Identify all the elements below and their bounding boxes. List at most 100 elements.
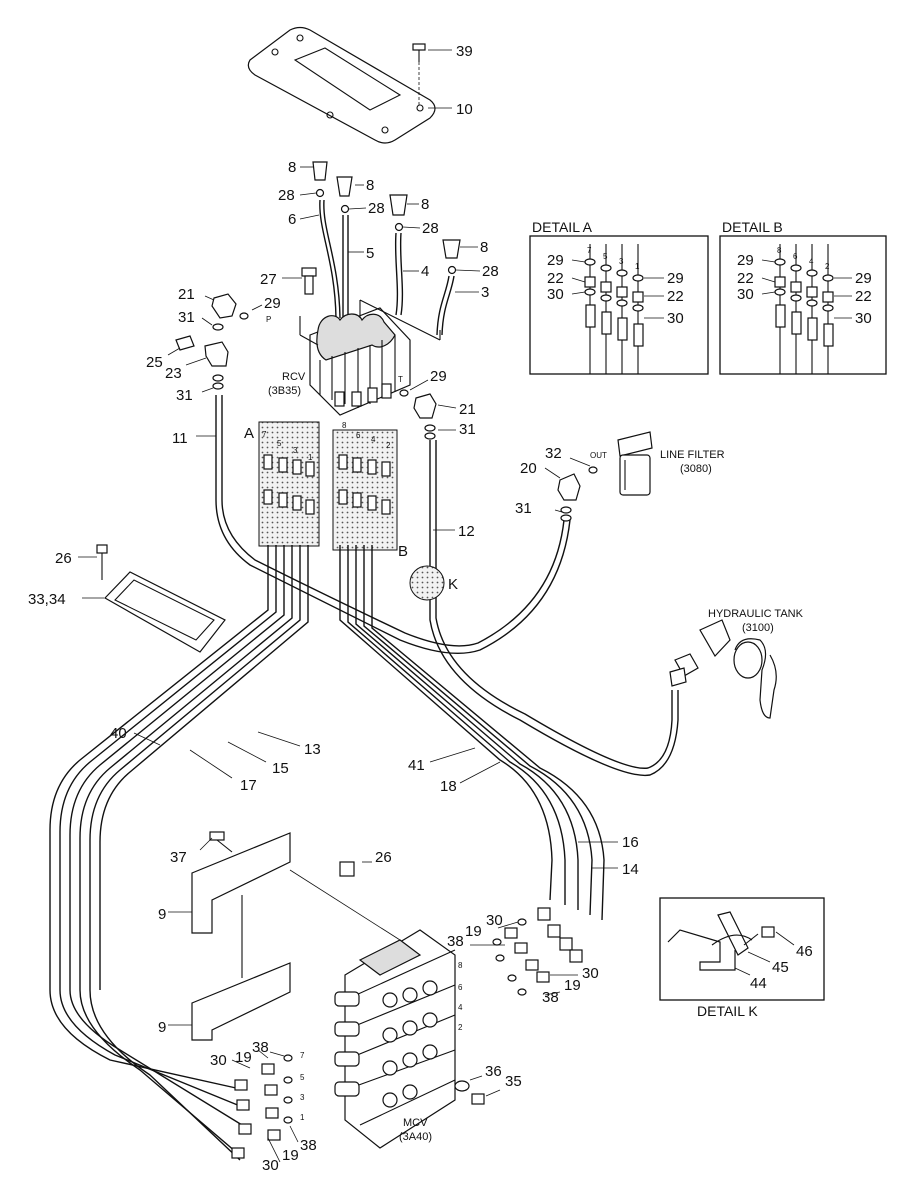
callout-16: 16 bbox=[622, 834, 639, 851]
drain-hoses bbox=[215, 395, 679, 777]
callout-32: 32 bbox=[545, 445, 562, 462]
detail-b-box bbox=[719, 235, 887, 375]
rcv-port-4: 4 bbox=[371, 435, 376, 444]
mcv-port-3: 3 bbox=[300, 1093, 305, 1102]
detail-a-callout-29a: 29 bbox=[547, 252, 564, 269]
mcv-port-1: 1 bbox=[300, 1113, 305, 1122]
rcv-port-5: 5 bbox=[277, 439, 282, 448]
callout-13: 13 bbox=[304, 741, 321, 758]
callout-30d: 30 bbox=[262, 1157, 279, 1174]
mcv-port-6: 6 bbox=[458, 983, 463, 992]
mcv-port-7: 7 bbox=[300, 1051, 305, 1060]
rcv-port-6: 6 bbox=[356, 431, 361, 440]
detail-a-box bbox=[529, 235, 709, 375]
detail-a-callout-30b: 30 bbox=[667, 310, 684, 327]
marker-a: A bbox=[244, 425, 254, 442]
mcv-right-fittings bbox=[470, 907, 583, 996]
callout-28c: 28 bbox=[422, 220, 439, 237]
detail-b-port-4: 4 bbox=[809, 257, 814, 266]
remote-control-valve bbox=[299, 299, 441, 416]
callout-4: 4 bbox=[421, 263, 429, 280]
detail-b-callout-29a: 29 bbox=[737, 252, 754, 269]
detail-a-port-numbers: 7 5 3 1 bbox=[587, 246, 640, 271]
callout-14: 14 bbox=[622, 861, 639, 878]
callout-21a: 21 bbox=[178, 286, 195, 303]
callout-19b: 19 bbox=[564, 977, 581, 994]
mcv-left-fittings bbox=[231, 1049, 299, 1163]
callout-18: 18 bbox=[440, 778, 457, 795]
detail-k-box bbox=[659, 897, 825, 1001]
line-filter-label: LINE FILTER bbox=[660, 449, 725, 461]
detail-a-callout-22a: 22 bbox=[547, 270, 564, 287]
callout-5: 5 bbox=[366, 245, 374, 262]
detail-a-port-5: 5 bbox=[603, 252, 608, 261]
callout-15: 15 bbox=[272, 760, 289, 777]
rcv-port-3: 3 bbox=[293, 446, 298, 455]
callout-28a: 28 bbox=[278, 187, 295, 204]
callout-3: 3 bbox=[481, 284, 489, 301]
rcv-label: RCV bbox=[282, 371, 306, 383]
detail-a-port-7: 7 bbox=[587, 246, 592, 255]
callout-8d: 8 bbox=[480, 239, 488, 256]
detail-b-callout-29b: 29 bbox=[855, 270, 872, 287]
mcv-port-5: 5 bbox=[300, 1073, 305, 1082]
callout-40: 40 bbox=[110, 725, 127, 742]
callout-31a: 31 bbox=[178, 309, 195, 326]
detail-b-port-2: 2 bbox=[825, 262, 830, 271]
callout-20: 20 bbox=[520, 460, 537, 477]
callout-8a: 8 bbox=[288, 159, 296, 176]
callout-9b: 9 bbox=[158, 1019, 166, 1036]
hydraulic-tank bbox=[669, 619, 777, 719]
main-control-valve bbox=[334, 929, 456, 1149]
detail-zone-a bbox=[258, 421, 320, 547]
detail-zone-k bbox=[409, 565, 445, 601]
detail-a-title: DETAIL A bbox=[532, 219, 593, 235]
callout-30a: 30 bbox=[486, 912, 503, 929]
callout-8c: 8 bbox=[421, 196, 429, 213]
callout-28d: 28 bbox=[482, 263, 499, 280]
detail-b-port-6: 6 bbox=[793, 252, 798, 261]
line-filter-code: (3080) bbox=[680, 463, 712, 475]
hydraulic-tank-label: HYDRAULIC TANK bbox=[708, 608, 804, 620]
mcv-code: (3A40) bbox=[399, 1131, 432, 1143]
seat-plate bbox=[78, 544, 226, 653]
marker-k: K bbox=[448, 576, 458, 593]
callout-38b: 38 bbox=[542, 989, 559, 1006]
callout-3334: 33,34 bbox=[28, 591, 66, 608]
callout-44: 44 bbox=[750, 975, 767, 992]
rcv-port-2: 2 bbox=[386, 441, 391, 450]
cover-plate bbox=[247, 26, 436, 144]
callout-27: 27 bbox=[260, 271, 277, 288]
callout-17: 17 bbox=[240, 777, 257, 794]
elbow-fitting-21a bbox=[201, 293, 263, 331]
rcv-port-numbers: 7 5 3 1 8 6 4 2 bbox=[262, 421, 391, 462]
detail-a-port-1: 1 bbox=[635, 262, 640, 271]
detail-b-callout-30a: 30 bbox=[737, 286, 754, 303]
callout-26a: 26 bbox=[55, 550, 72, 567]
callout-11: 11 bbox=[172, 430, 188, 447]
rcv-fittings bbox=[263, 454, 391, 515]
right-hose-bundle bbox=[339, 545, 605, 921]
callout-10: 10 bbox=[456, 101, 473, 118]
callout-38a: 38 bbox=[447, 933, 464, 950]
callout-38c: 38 bbox=[252, 1039, 269, 1056]
port-t-label: T bbox=[398, 375, 403, 384]
port-out-label: OUT bbox=[590, 451, 607, 460]
bolt-39 bbox=[412, 43, 452, 109]
detail-a-port-3: 3 bbox=[619, 257, 624, 266]
rcv-port-1: 1 bbox=[308, 453, 313, 462]
callout-39: 39 bbox=[456, 43, 473, 60]
callout-29a: 29 bbox=[264, 295, 281, 312]
callout-35: 35 bbox=[505, 1073, 522, 1090]
mcv-port-4: 4 bbox=[458, 1003, 463, 1012]
callout-38d: 38 bbox=[300, 1137, 317, 1154]
detail-k-title: DETAIL K bbox=[697, 1003, 758, 1019]
callout-31c: 31 bbox=[459, 421, 476, 438]
callout-9a: 9 bbox=[158, 906, 166, 923]
callout-25: 25 bbox=[146, 354, 163, 371]
mcv-label: MCV bbox=[403, 1117, 428, 1129]
mcv-port-2: 2 bbox=[458, 1023, 463, 1032]
callout-21b: 21 bbox=[459, 401, 476, 418]
detail-b-callout-22a: 22 bbox=[737, 270, 754, 287]
